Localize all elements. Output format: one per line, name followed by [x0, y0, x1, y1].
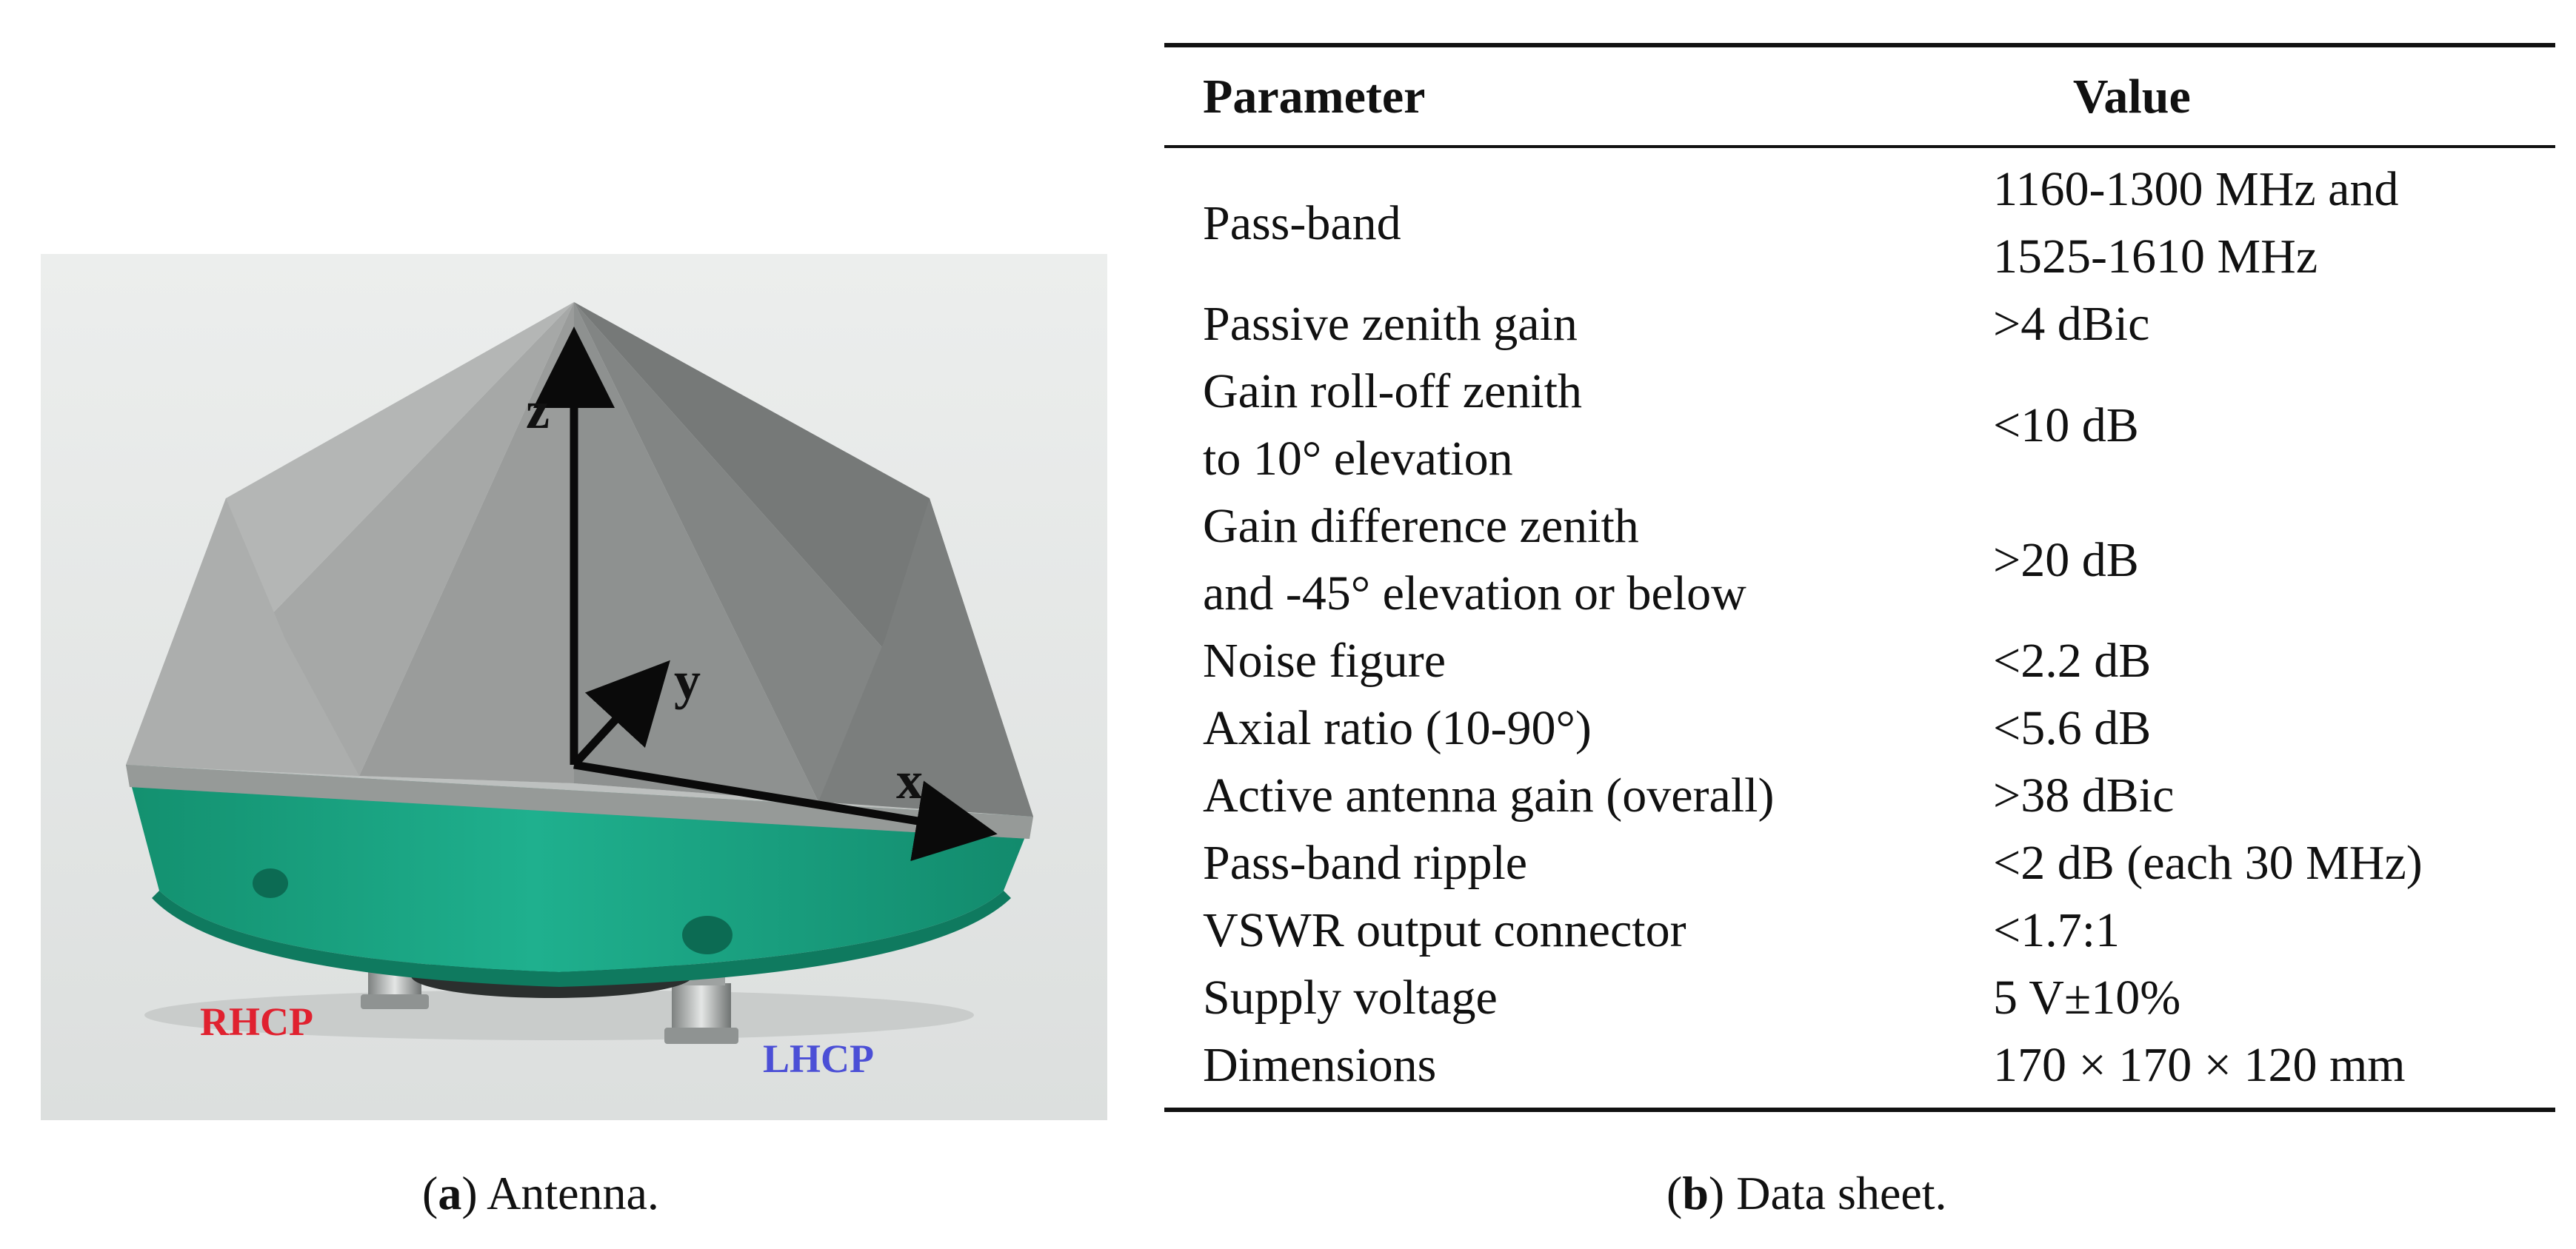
top-rule	[1164, 43, 2555, 47]
cell-value: <1.7:1	[1955, 897, 2555, 964]
caption-a-text: Antenna.	[487, 1167, 659, 1219]
table-row: Noise figure <2.2 dB	[1164, 627, 2555, 694]
parameter-line: Gain roll-off zenith	[1203, 364, 1582, 418]
bottom-rule	[1164, 1108, 2555, 1112]
table-row: Axial ratio (10-90°) <5.6 dB	[1164, 694, 2555, 762]
value-line: 170 × 170 × 120 mm	[1993, 1038, 2406, 1092]
cell-value: <2.2 dB	[1955, 627, 2555, 694]
value-line: <5.6 dB	[1993, 701, 2152, 755]
table-row: Pass-band 1160-1300 MHz and 1525-1610 MHz	[1164, 148, 2555, 290]
parameter-line: Pass-band	[1203, 195, 1401, 250]
cell-value: 1160-1300 MHz and 1525-1610 MHz	[1955, 148, 2555, 290]
data-sheet-table: Parameter Value Pass-band 1160-1300 MHz a…	[1164, 43, 2555, 1112]
cell-parameter: Active antenna gain (overall)	[1164, 762, 1955, 829]
cell-parameter: VSWR output connector	[1164, 897, 1955, 964]
value-line: >4 dBic	[1993, 297, 2150, 351]
cell-parameter: Axial ratio (10-90°)	[1164, 694, 1955, 762]
value-line: 5 V±10%	[1993, 971, 2181, 1025]
cell-parameter: Pass-band ripple	[1164, 829, 1955, 897]
caption-a-letter: a	[438, 1167, 462, 1219]
cell-value: >4 dBic	[1955, 290, 2555, 358]
axis-label-z: z	[526, 381, 550, 440]
value-line: <10 dB	[1993, 398, 2139, 452]
cell-parameter: Gain roll-off zenith to 10° elevation	[1164, 358, 1955, 492]
table-row: Supply voltage 5 V±10%	[1164, 964, 2555, 1031]
table-row: Gain difference zenith and -45° elevation…	[1164, 492, 2555, 627]
parameter-line: and -45° elevation or below	[1203, 566, 1746, 620]
cell-parameter: Noise figure	[1164, 627, 1955, 694]
antenna-photo: z y x RHCP LHCP	[41, 254, 1107, 1120]
parameter-line: Gain difference zenith	[1203, 499, 1639, 553]
label-lhcp: LHCP	[763, 1037, 874, 1081]
value-line: 1160-1300 MHz and	[1993, 162, 2399, 216]
cell-value: >38 dBic	[1955, 762, 2555, 829]
antenna-shadow	[144, 990, 974, 1040]
cell-parameter: Dimensions	[1164, 1031, 1955, 1108]
value-line: >20 dB	[1993, 532, 2139, 587]
cell-parameter: Supply voltage	[1164, 964, 1955, 1031]
caption-b-letter: b	[1682, 1167, 1709, 1219]
label-rhcp: RHCP	[200, 999, 313, 1044]
table-row: VSWR output connector <1.7:1	[1164, 897, 2555, 964]
caption-b: (b) Data sheet.	[1666, 1167, 1947, 1219]
table-row: Pass-band ripple <2 dB (each 30 MHz)	[1164, 829, 2555, 897]
cell-value: 5 V±10%	[1955, 964, 2555, 1031]
cell-value: 170 × 170 × 120 mm	[1955, 1031, 2555, 1108]
value-line: <1.7:1	[1993, 903, 2120, 957]
parameter-line: Pass-band ripple	[1203, 836, 1528, 890]
axes	[533, 327, 998, 862]
parameter-line: to 10° elevation	[1203, 432, 1513, 486]
parameter-line: Supply voltage	[1203, 971, 1498, 1025]
table-row: Gain roll-off zenith to 10° elevation <10 …	[1164, 358, 2555, 492]
table-row: Active antenna gain (overall) >38 dBic	[1164, 762, 2555, 829]
caption-b-text: Data sheet.	[1736, 1167, 1947, 1219]
table-header-row: Parameter Value	[1164, 47, 2555, 145]
parameter-line: Dimensions	[1203, 1038, 1437, 1092]
parameter-line: Noise figure	[1203, 634, 1447, 688]
header-parameter: Parameter	[1203, 69, 1426, 124]
parameter-line: VSWR output connector	[1203, 903, 1686, 957]
caption-a: (a) Antenna.	[422, 1167, 659, 1219]
cell-value: <5.6 dB	[1955, 694, 2555, 762]
cell-value: <2 dB (each 30 MHz)	[1955, 829, 2555, 897]
parameter-line: Axial ratio (10-90°)	[1203, 701, 1592, 755]
table-row: Dimensions 170 × 170 × 120 mm	[1164, 1031, 2555, 1108]
parameter-line: Active antenna gain (overall)	[1203, 769, 1775, 823]
header-rule	[1164, 145, 2555, 148]
value-line: <2 dB (each 30 MHz)	[1993, 836, 2423, 890]
value-line: 1525-1610 MHz	[1993, 230, 2318, 284]
parameter-line: Passive zenith gain	[1203, 297, 1578, 351]
table-row: Passive zenith gain >4 dBic	[1164, 290, 2555, 358]
axis-label-y: y	[674, 651, 701, 710]
header-value: Value	[2072, 69, 2191, 124]
axis-label-x: x	[896, 751, 923, 810]
cell-value: <10 dB	[1955, 358, 2555, 492]
value-line: >38 dBic	[1993, 769, 2175, 823]
value-line: <2.2 dB	[1993, 634, 2152, 688]
cell-parameter: Pass-band	[1164, 148, 1955, 290]
cell-parameter: Passive zenith gain	[1164, 290, 1955, 358]
cell-value: >20 dB	[1955, 492, 2555, 627]
cell-parameter: Gain difference zenith and -45° elevation…	[1164, 492, 1955, 627]
